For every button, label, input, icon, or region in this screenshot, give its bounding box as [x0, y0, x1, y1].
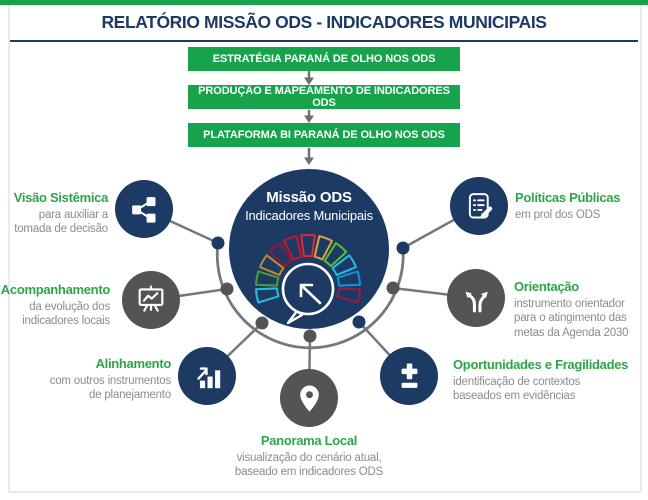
node-title: Oportunidades e Fragilidades [453, 357, 629, 372]
bar-chart-arrow-icon [196, 366, 220, 388]
node-title: Orientação [514, 279, 579, 294]
node-title: Panorama Local [260, 433, 358, 448]
node-description: para auxiliar a tomada de decisão [14, 208, 108, 236]
node-label-politicas-publicas: Políticas Públicas em prol dos ODS [515, 190, 643, 222]
node-description: visualização do cenário atual, baseado e… [234, 451, 384, 479]
node-title: Alinhamento [95, 356, 172, 371]
node-label-visao-sistemica: Visão Sistêmica para auxiliar a tomada d… [2, 190, 109, 237]
connector-dots [211, 236, 410, 343]
central-circle-text: Missão ODS Indicadores Municipais [229, 189, 389, 223]
node-circle-panorama-local [280, 369, 338, 427]
top-green-bar [0, 0, 648, 5]
node-circle-acompanhamento [122, 271, 180, 329]
page-title: RELATÓRIO MISSÃO ODS - INDICADORES MUNIC… [101, 12, 547, 32]
flow-step-3: PLATAFORMA BI PARANÁ DE OLHO NOS ODS [188, 123, 460, 147]
node-description: instrumento orientador para o atingiment… [514, 297, 629, 340]
plus-minus-icon [401, 362, 417, 388]
node-circle-oportunidades-fragilidades [380, 347, 438, 405]
title-underline [10, 40, 638, 42]
flow-step-3-label: PLATAFORMA BI PARANÁ DE OLHO NOS ODS [203, 129, 445, 141]
flow-step-1-label: ESTRATÉGIA PARANÁ DE OLHO NOS ODS [212, 53, 436, 65]
document-pencil-icon [468, 192, 492, 219]
node-label-orientacao: Orientação instrumento orientador para o… [514, 279, 646, 341]
node-circle-alinhamento [178, 347, 236, 405]
gauge-icon [281, 262, 335, 325]
flow-step-2: PRODUÇÃO E MAPEAMENTO DE INDICADORES ODS [188, 85, 460, 109]
node-title: Visão Sistêmica [13, 190, 109, 205]
node-label-alinhamento: Alinhamento com outros instrumentos de p… [25, 356, 172, 403]
node-description: da evolução dos indicadores locais [22, 300, 110, 328]
share-icon [131, 196, 155, 223]
node-label-acompanhamento: Acompanhamento da evolução dos indicador… [0, 282, 111, 329]
node-title: Acompanhamento [0, 282, 111, 297]
flow-step-1: ESTRATÉGIA PARANÁ DE OLHO NOS ODS [188, 47, 460, 71]
sdg-wheel-icon [255, 233, 361, 304]
flow-arrows [304, 71, 314, 165]
node-description: com outros instrumentos de planejamento [49, 374, 172, 402]
node-label-oportunidades-fragilidades: Oportunidades e Fragilidades identificaç… [453, 357, 645, 404]
node-label-panorama-local: Panorama Local visualização do cenário a… [209, 433, 409, 480]
fork-arrows-icon [465, 291, 488, 312]
node-description: identificação de contextos baseados em e… [453, 375, 581, 403]
central-subtitle: Indicadores Municipais [245, 208, 373, 223]
node-title: Políticas Públicas [515, 190, 621, 205]
node-description: em prol dos ODS [515, 208, 601, 221]
node-circle-politicas-publicas [450, 177, 508, 235]
panel-border [8, 5, 642, 493]
node-circle-visao-sistemica [115, 180, 173, 238]
flow-step-2-label: PRODUÇÃO E MAPEAMENTO DE INDICADORES ODS [198, 85, 450, 109]
node-circle-orientacao [447, 269, 505, 327]
map-pin-icon [299, 384, 319, 412]
central-title: Missão ODS [266, 189, 352, 206]
presentation-chart-icon [138, 285, 164, 312]
